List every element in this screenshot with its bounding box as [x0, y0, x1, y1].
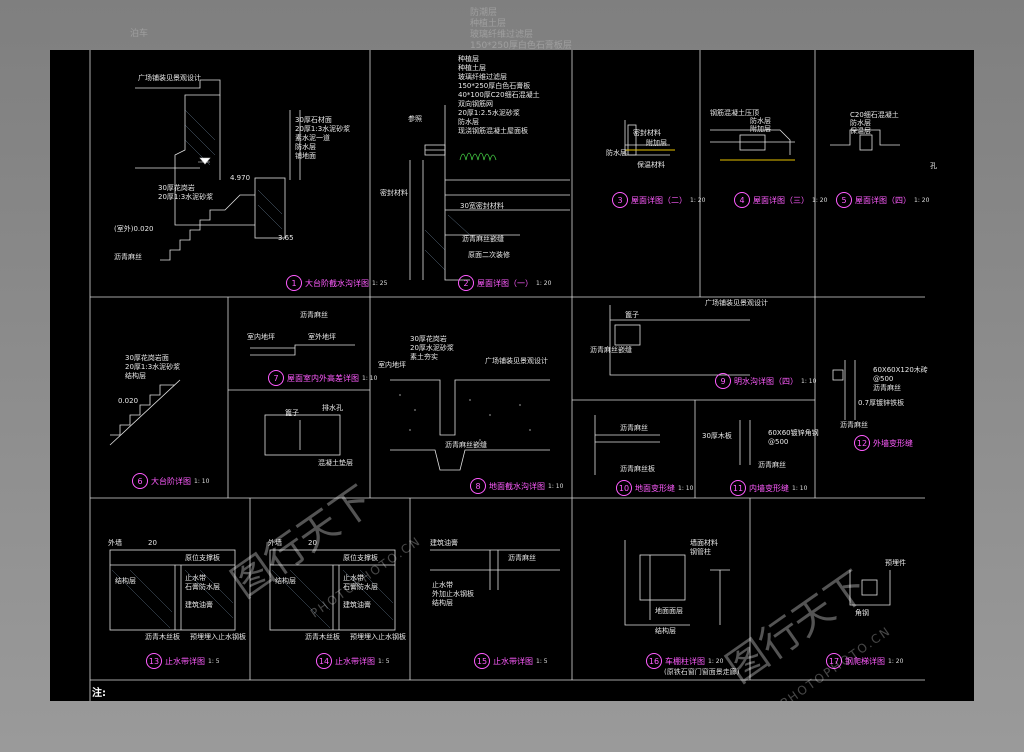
drawing-linework [89, 50, 925, 701]
detail-16-subtitle: (原铁石窗门窗面景走廊) [664, 668, 740, 676]
cad-drawing-sheet: 广场铺装见景观设计 30厚石材面 20厚1:3水泥砂浆 素水泥一道 防水层 铺地… [50, 50, 974, 701]
note-label: 注: [92, 688, 106, 699]
ghost-text-left: 泊车 [130, 29, 149, 39]
